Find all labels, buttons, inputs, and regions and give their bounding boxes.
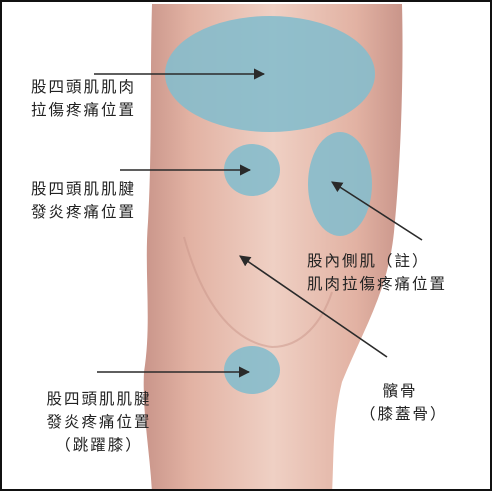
label-vastus-medialis: 股內側肌（註） 肌肉拉傷疼痛位置 bbox=[307, 250, 447, 296]
label-patella: 髕骨 （膝蓋骨） bbox=[360, 380, 440, 426]
label-patellar-tendon: 股四頭肌肌腱 發炎疼痛位置 （跳躍膝） bbox=[24, 388, 174, 457]
label-quad-muscle-strain: 股四頭肌肌肉 拉傷疼痛位置 bbox=[31, 76, 136, 122]
patellar-tendon-marker bbox=[224, 346, 280, 394]
vastus-medialis-marker bbox=[308, 132, 372, 236]
label-quad-tendon-upper: 股四頭肌肌腱 發炎疼痛位置 bbox=[31, 178, 136, 224]
